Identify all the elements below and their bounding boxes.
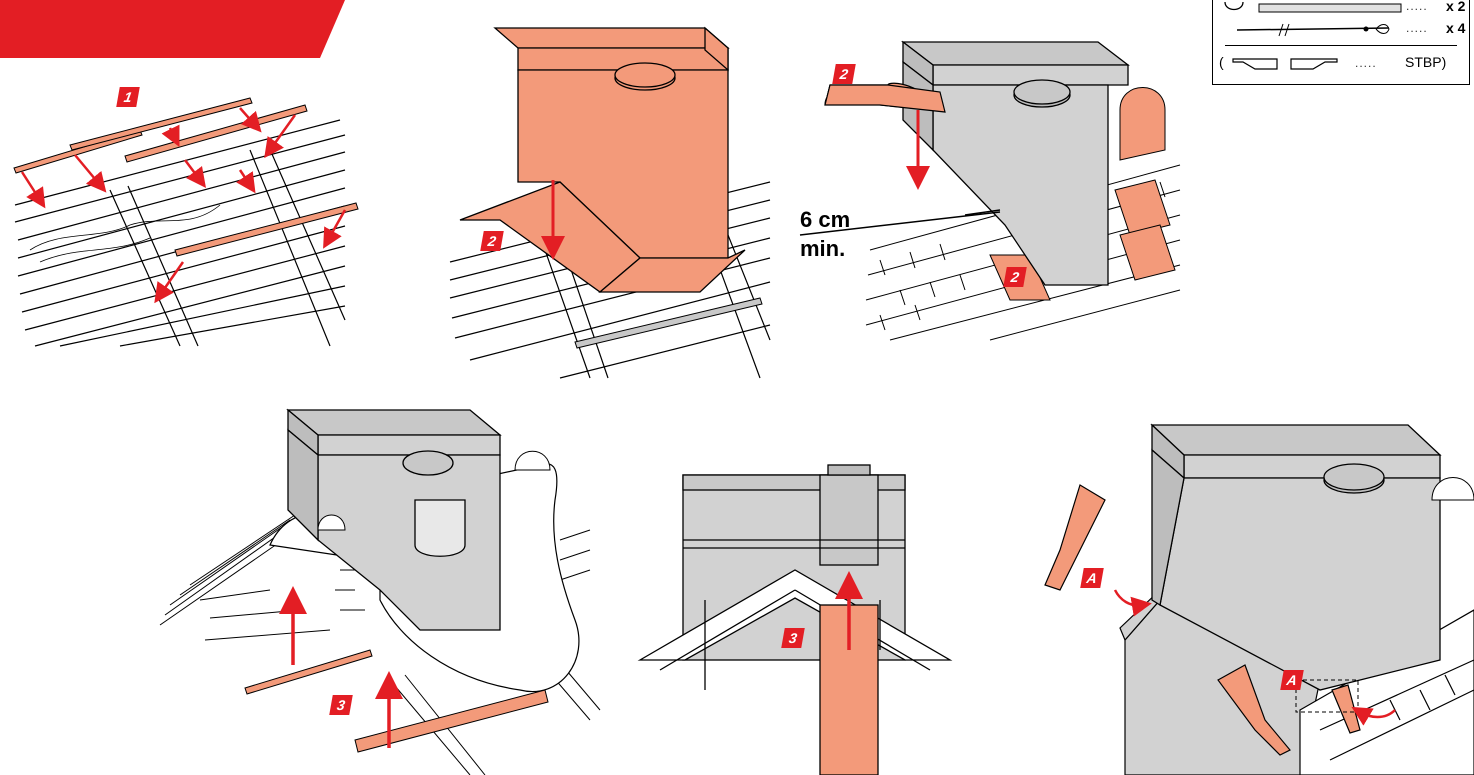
dimension-qualifier: min.: [800, 236, 846, 261]
step-badge-panel-5: 3: [781, 628, 805, 648]
panel-3-chimney: [901, 40, 1130, 286]
kit-contents-box: ..... x 2 ..... x 4 ( ..... STBP): [1212, 0, 1470, 85]
kit-row-1-qty: x 2: [1446, 0, 1466, 14]
step-badge-panel-4: 3: [329, 695, 353, 715]
panel-3-half-tile: [824, 82, 946, 113]
kit-row-2-dots: .....: [1406, 21, 1428, 35]
panel-6-lateral-pieces: [1044, 484, 1361, 756]
panel-4-chimney: [286, 408, 502, 631]
detail-outline: [1295, 679, 1359, 713]
kit-row-3-dots: .....: [1355, 56, 1377, 70]
flue-opening: [402, 450, 454, 476]
step-badge-panel-1: 1: [116, 87, 140, 107]
panel-4-orange-battens: [244, 649, 549, 753]
kit-row-1-dots: .....: [1406, 0, 1428, 13]
header-banner: [0, 0, 345, 58]
step-badge-panel-6-bottom: A: [1280, 670, 1304, 690]
half-round-ridge-icon: [1224, 1, 1402, 13]
kit-row-3-code: STBP): [1405, 54, 1447, 70]
wood-grain: [29, 204, 221, 251]
step-badge-panel-3-bottom: 2: [1003, 267, 1027, 287]
panel-2-flashing: [459, 26, 746, 293]
fixing-wire-icon: [1236, 23, 1390, 37]
panel-4-half-tiles: [317, 450, 551, 531]
panel-1-arrows: [20, 107, 347, 304]
grey-batten-strip: [574, 297, 763, 349]
step-badge-panel-6-top: A: [1080, 568, 1104, 588]
rafters: [109, 144, 346, 347]
step-badge-panel-3-top: 2: [832, 64, 856, 84]
panel-5-section: [637, 464, 953, 775]
kit-row-2-qty: x 4: [1446, 20, 1466, 36]
dimension-value: 6 cm: [800, 207, 851, 232]
step-badge-panel-2: 2: [480, 231, 504, 251]
panel-3-orange-tiles: [989, 87, 1176, 301]
lateral-piece-icons: [1232, 58, 1338, 70]
panel-6-chimney: [1150, 423, 1442, 691]
dimension-line: [799, 209, 1001, 236]
kit-divider: [1225, 45, 1457, 46]
kit-row-3-open-paren: (: [1219, 54, 1224, 70]
